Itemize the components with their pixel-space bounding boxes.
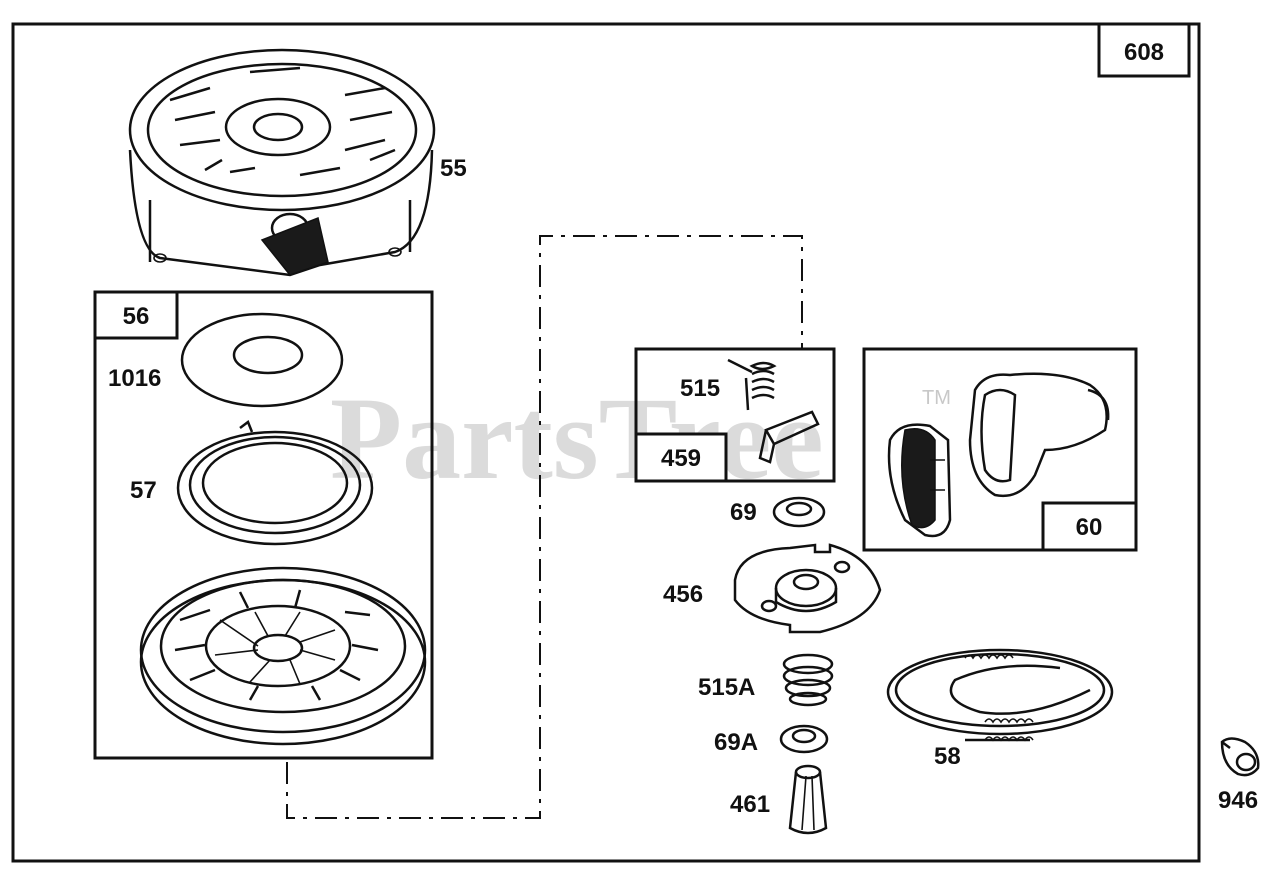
part-label-69: 69 bbox=[730, 499, 757, 526]
washer-69-part[interactable] bbox=[772, 496, 826, 528]
kit-tag-56 bbox=[93, 290, 179, 340]
part-label-1016: 1016 bbox=[108, 365, 161, 392]
part-label-55: 55 bbox=[440, 155, 467, 182]
part-label-515: 515 bbox=[680, 375, 720, 402]
part-label-58: 58 bbox=[934, 743, 961, 770]
kit-label-608: 608 bbox=[1124, 39, 1164, 66]
watermark-text: PartsTree bbox=[330, 373, 824, 504]
pawl-spring-515-part[interactable] bbox=[727, 358, 777, 411]
kit-tag-459 bbox=[634, 432, 728, 483]
starter-pawl-part[interactable] bbox=[758, 410, 820, 464]
pawl-retainer-456-part[interactable] bbox=[733, 543, 882, 634]
rewind-spring-57-part[interactable] bbox=[176, 420, 374, 546]
starter-housing-part[interactable] bbox=[128, 48, 436, 277]
washer-69a-part[interactable] bbox=[779, 724, 829, 754]
clip-946-part[interactable] bbox=[1220, 737, 1260, 777]
part-label-69a: 69A bbox=[714, 729, 758, 756]
part-label-515a: 515A bbox=[698, 674, 755, 701]
kit-label-459: 459 bbox=[661, 445, 701, 472]
part-label-57: 57 bbox=[130, 477, 157, 504]
kit-box-56 bbox=[93, 290, 434, 760]
part-label-946: 946 bbox=[1218, 787, 1258, 814]
starter-handle-part[interactable] bbox=[968, 372, 1110, 498]
kit-label-60: 60 bbox=[1076, 514, 1103, 541]
main-frame bbox=[11, 22, 1201, 863]
kit-box-60 bbox=[862, 347, 1138, 552]
compression-spring-515a-part[interactable] bbox=[782, 653, 834, 707]
kit-label-56: 56 bbox=[123, 303, 150, 330]
kit-tag-60 bbox=[1041, 501, 1138, 552]
starter-pulley-part[interactable] bbox=[139, 566, 427, 746]
washer-1016-part[interactable] bbox=[180, 312, 344, 408]
kit-box-459 bbox=[634, 347, 836, 483]
kit-box-608 bbox=[1097, 22, 1191, 78]
part-label-461: 461 bbox=[730, 791, 770, 818]
part-label-456: 456 bbox=[663, 581, 703, 608]
starter-handle-insert-part[interactable] bbox=[887, 423, 952, 538]
trademark-symbol: TM bbox=[922, 387, 951, 409]
starter-rope-58-part[interactable] bbox=[886, 648, 1114, 742]
roll-pin-461-part[interactable] bbox=[788, 764, 828, 835]
assembly-connector-line bbox=[286, 235, 803, 819]
